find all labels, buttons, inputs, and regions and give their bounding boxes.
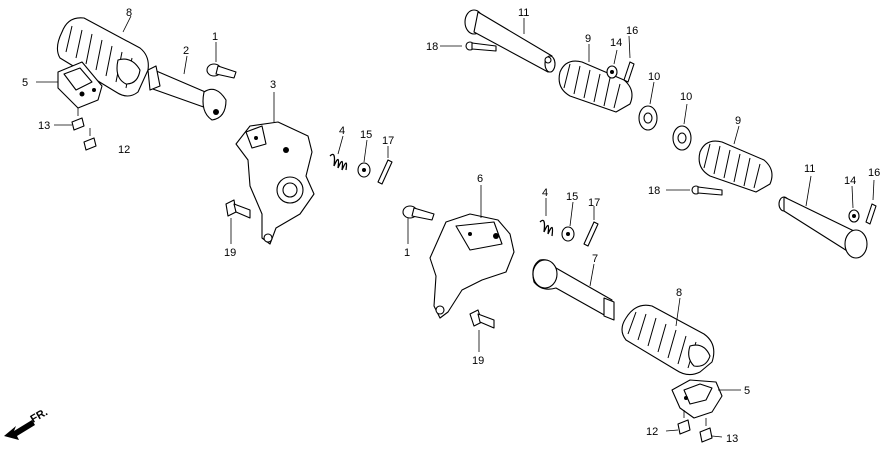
label-part-11-right: 11 [804,163,815,175]
label-part-18-top: 18 [426,41,438,53]
cotter-pin-17-right [583,221,599,247]
label-part-5-right: 5 [744,385,750,397]
label-part-12-left: 12 [118,144,130,156]
bolt-13-right [699,418,713,443]
pivot-pin-11-top [464,9,556,73]
label-part-3: 3 [270,79,276,91]
footpeg-rubber-right [621,304,715,376]
front-arrow-label: FR. [29,406,50,425]
label-part-17-left: 17 [382,135,394,147]
bolt-12-right [677,410,691,435]
label-part-13-right: 13 [726,433,738,445]
footpeg-rubber-9-top [558,60,633,113]
label-part-10-a: 10 [648,71,660,83]
label-part-13-left: 13 [38,120,50,132]
washer-14-right [848,209,860,223]
footpeg-rubber-9-mid [698,140,773,193]
label-part-8-left: 8 [126,7,132,19]
label-part-16-right: 16 [868,167,880,179]
washer-15-left [357,162,371,178]
label-part-18-mid: 18 [648,185,660,197]
bolt-13-left [71,108,97,151]
pivot-pin-11-right [778,196,868,259]
label-part-17-right: 17 [588,197,600,209]
bolt-19-left [225,199,251,219]
label-part-8-right: 8 [676,287,682,299]
label-part-4-right: 4 [542,187,548,199]
label-part-11-top: 11 [518,7,529,19]
footpeg-rubber-left [56,17,149,97]
label-part-7: 7 [592,253,598,265]
leader-lines [36,15,875,438]
label-part-12-right: 12 [646,426,658,438]
label-part-2: 2 [183,45,189,57]
washer-15-right [561,226,575,242]
bolt-19-right [469,309,495,329]
label-part-9-mid: 9 [735,115,741,127]
washer-14-top [606,65,618,79]
pin-18-mid [691,185,723,196]
pin-18-top [465,41,497,52]
washer-10-b [672,125,692,151]
label-part-15-left: 15 [360,129,372,141]
cotter-pin-17-left [377,159,393,185]
washer-10-a [638,105,658,131]
cotter-pin-16-top [623,61,635,83]
footpeg-bracket-left [235,121,315,245]
label-part-9-top: 9 [585,33,591,45]
label-part-19-left: 19 [224,247,236,259]
front-arrow-icon: FR. [4,406,50,440]
pin-1-right [402,205,435,221]
footpeg-stopper-left [57,61,103,109]
footpeg-shaft-left [147,65,227,121]
label-part-4-left: 4 [339,125,345,137]
part-number-labels: 8 2 1 3 5 13 12 4 15 17 19 11 18 9 14 16… [22,7,880,445]
cotter-pin-16-right [865,203,877,225]
label-part-16-top: 16 [626,25,638,37]
spring-4-left [329,153,348,171]
label-part-10-b: 10 [680,91,692,103]
label-part-19-right: 19 [472,355,484,367]
label-part-1-right: 1 [404,247,410,259]
label-part-6: 6 [477,173,483,185]
footpeg-shaft-7 [532,259,615,321]
label-part-5-left: 5 [22,77,28,89]
label-part-1-left: 1 [212,31,218,43]
label-part-14-top: 14 [610,37,622,49]
label-part-15-right: 15 [566,191,578,203]
footpeg-stopper-right [671,379,723,419]
spring-4-right [539,219,554,237]
footpeg-bracket-6 [429,213,515,319]
label-part-14-right: 14 [844,175,856,187]
pin-1-left [206,63,237,79]
